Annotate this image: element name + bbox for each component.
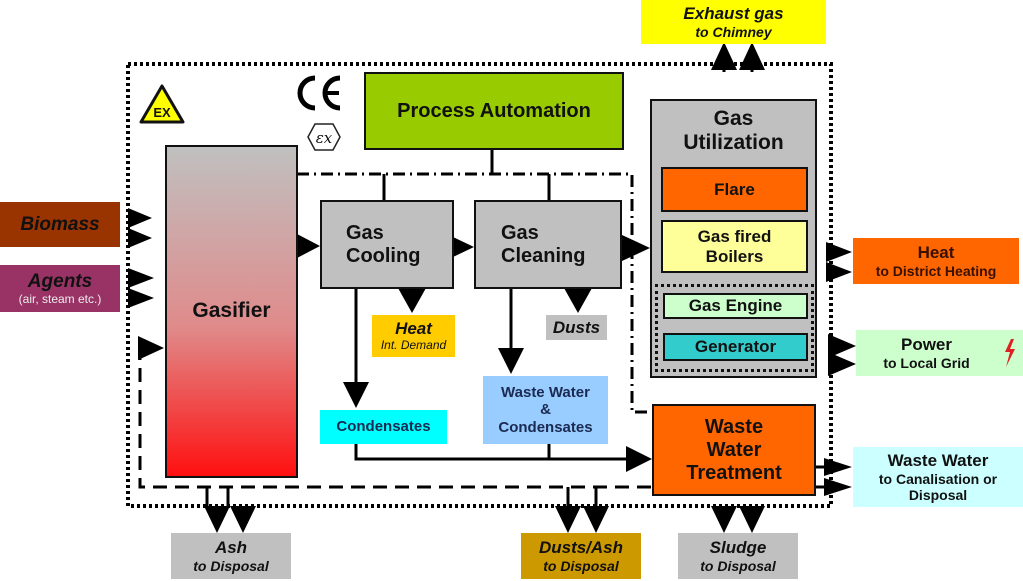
generator-block: Generator [663,333,808,361]
svg-text:EX: EX [153,105,171,120]
exhaust-arrow-2 [739,42,765,70]
sludge-arrow-2 [739,506,765,533]
ex-warning-icon: EX [139,84,185,124]
dustsash-arrow-1 [555,506,581,533]
cooling-to-condensates-arrow [343,382,369,408]
agents-arrow-1 [128,268,154,288]
wastewater-out-arrow-1 [824,458,852,476]
ash-arrow-1 [204,506,230,533]
dustsash-arrow-2 [583,506,609,533]
waste-water-treatment-block: Waste Water Treatment [652,404,816,496]
condensates-block: Condensates [320,410,447,444]
to-treatment-arrow [626,446,652,472]
process-automation-block: Process Automation [364,72,624,150]
dusts-output: Dusts [546,315,607,340]
power-out-arrow-2 [828,352,856,376]
cooling-to-cleaning-arrow [453,237,474,257]
sludge-arrow-1 [711,506,737,533]
biomass-arrow-1 [128,208,152,228]
cleaning-to-utilization-arrow [622,235,650,261]
flare-block: Flare [661,167,808,212]
heat-internal-demand: Heat Int. Demand [372,315,455,357]
biomass-arrow-2 [128,228,152,248]
gas-utilization-block: Gas Utilization Flare Gas fired Boilers … [650,99,817,378]
output-exhaust-gas: Exhaust gas to Chimney [641,0,826,44]
chp-group: Gas Engine Generator [655,284,814,372]
cooling-to-heat-arrow [398,288,426,313]
output-waste-water: Waste Water to Canalisation or Disposal [853,447,1023,507]
waste-water-condensates-block: Waste Water & Condensates [483,376,608,444]
gasifier-to-cooling-arrow [297,234,320,258]
gas-cooling-block: Gas Cooling [320,200,454,289]
atex-mark-icon: εx [306,122,342,152]
heat-out-arrow-2 [826,262,852,282]
lightning-icon [1003,339,1017,367]
cleaning-to-wastewater-arrow [498,348,524,374]
input-agents: Agents (air, steam etc.) [0,265,120,312]
output-ash: Ash to Disposal [171,533,291,579]
output-sludge: Sludge to Disposal [678,533,798,579]
gas-fired-boilers-block: Gas fired Boilers [661,220,808,273]
gas-engine-block: Gas Engine [663,293,808,319]
cleaning-to-dusts-arrow [564,288,592,313]
power-out-arrow-1 [828,334,856,358]
svg-text:εx: εx [316,129,333,147]
output-dusts-ash: Dusts/Ash to Disposal [521,533,641,579]
ash-arrow-2 [230,506,256,533]
agents-arrow-2 [128,288,154,308]
return-arrow [138,336,164,360]
exhaust-arrow-1 [711,42,737,70]
gasifier-block: Gasifier [165,145,298,478]
output-heat-district: Heat to District Heating [853,238,1019,284]
heat-out-arrow-1 [826,242,852,262]
ce-mark-icon [293,74,345,112]
output-power-grid: Power to Local Grid [856,330,1023,376]
gas-cleaning-block: Gas Cleaning [474,200,622,289]
input-biomass: Biomass [0,202,120,247]
wastewater-out-arrow-2 [824,478,852,496]
